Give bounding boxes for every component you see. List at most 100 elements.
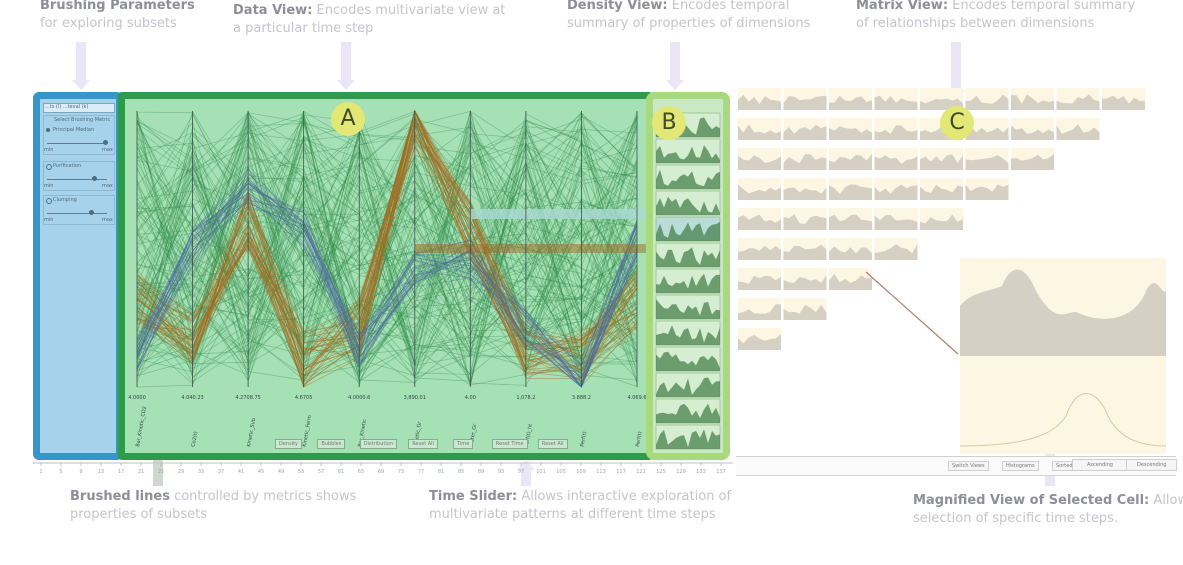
parallel-coordinates-plot[interactable]: 4.0000Bar_Kinetic_CO24.040.23Co2(t)4.270… xyxy=(125,99,646,453)
radio-clumping[interactable] xyxy=(46,198,52,204)
data-view-desc-2: a particular time step xyxy=(233,21,374,36)
data-line xyxy=(136,177,638,371)
brushed-line xyxy=(136,205,638,374)
metric-select[interactable] xyxy=(43,103,115,113)
data-line xyxy=(136,160,638,350)
data-line xyxy=(136,127,638,381)
matrix-cell-fill xyxy=(738,275,781,290)
brushing-arrow xyxy=(76,42,86,80)
density-curve xyxy=(656,429,720,449)
matrix-cell-fill xyxy=(783,304,827,320)
brushed-line xyxy=(136,145,638,383)
matrix-cell-fill xyxy=(874,244,918,260)
data-line xyxy=(136,200,638,373)
data-line xyxy=(136,113,638,383)
data-line xyxy=(136,133,638,371)
matrix-cell-fill xyxy=(783,244,827,260)
time-slider-title: Time Slider: xyxy=(429,489,518,504)
matrix-cell-fill xyxy=(1056,94,1100,110)
slider-tick-label: 45 xyxy=(258,469,264,475)
brushed-line xyxy=(136,188,638,379)
slider-tick-label: 81 xyxy=(438,469,444,475)
density-view-panel xyxy=(646,92,730,460)
matrix-cell-fill xyxy=(965,155,1009,170)
switch-views-button[interactable]: Switch Views xyxy=(948,461,989,471)
brushing-parameters-note: Brushing Parameters for exploring subset… xyxy=(40,0,195,33)
matrix-cell-fill xyxy=(829,214,872,230)
density-curve xyxy=(656,169,720,189)
data-line xyxy=(136,198,638,377)
axis-name: Kinetic_Sub xyxy=(246,418,257,448)
brushed-line xyxy=(136,109,638,363)
brushing-parameters-desc: for exploring subsets xyxy=(40,16,177,31)
purification-slider-track[interactable] xyxy=(47,179,107,180)
data-line xyxy=(136,161,638,377)
density-curve xyxy=(656,403,720,423)
data-line xyxy=(136,112,638,306)
brushed-line xyxy=(136,200,638,388)
data-view-button[interactable]: Reset Time xyxy=(491,439,528,449)
histograms-button[interactable]: Histograms xyxy=(1002,461,1039,471)
purification-box xyxy=(43,161,115,191)
principal-label: Principal Median xyxy=(53,127,95,133)
data-line xyxy=(136,152,638,371)
data-view-button[interactable]: Bubbles xyxy=(317,439,346,449)
data-line xyxy=(136,168,638,370)
principal-slider-thumb[interactable] xyxy=(103,140,108,145)
axis-name: Perf(t)_ht xyxy=(524,423,534,447)
slider-tick-label: 109 xyxy=(576,469,586,475)
data-line xyxy=(136,162,638,360)
data-line xyxy=(136,120,638,386)
slider-tick-label: 21 xyxy=(138,469,144,475)
matrix-grid[interactable] xyxy=(736,86,1166,456)
data-view-button[interactable]: Time xyxy=(453,439,474,449)
density-curve xyxy=(656,351,720,371)
matrix-cell-fill xyxy=(874,125,918,140)
data-line xyxy=(136,116,638,384)
matrix-cell-fill xyxy=(783,95,827,110)
slider-tick-label: 97 xyxy=(518,469,524,475)
brushed-line xyxy=(136,199,638,379)
data-line xyxy=(136,179,638,372)
density-curve xyxy=(656,221,720,241)
data-line xyxy=(136,151,638,336)
density-plots[interactable] xyxy=(653,99,723,453)
data-view-button[interactable]: Distribution xyxy=(359,439,397,449)
data-line xyxy=(136,206,638,377)
ascending-button[interactable]: Ascending xyxy=(1072,459,1128,471)
matrix-cell-fill xyxy=(874,214,918,230)
data-line xyxy=(136,116,638,347)
slider-tick-label: 41 xyxy=(238,469,244,475)
clumping-slider-thumb[interactable] xyxy=(89,210,94,215)
density-curve xyxy=(656,196,720,215)
axis-value: 3.888.2 xyxy=(572,395,591,401)
principal-slider-track[interactable] xyxy=(47,143,107,144)
clumping-slider-track[interactable] xyxy=(47,213,107,214)
descending-button[interactable]: Descending xyxy=(1126,459,1178,471)
brushing-parameters-title: Brushing Parameters xyxy=(40,0,195,13)
radio-purification[interactable] xyxy=(46,164,52,170)
magnified-view-title: Magnified View of Selected Cell: xyxy=(913,493,1150,508)
brushed-line xyxy=(136,109,638,374)
data-line xyxy=(136,131,638,387)
data-view-button[interactable]: Reset All xyxy=(537,439,568,449)
data-line xyxy=(136,129,638,383)
axis-name: Perf(t) xyxy=(635,431,644,447)
brushing-panel: ...ts (l) ...teval (k) Select Brushing M… xyxy=(33,92,123,460)
data-line xyxy=(136,110,638,367)
data-line xyxy=(136,134,638,387)
axis-name: Water_Gr xyxy=(468,423,478,448)
radio-principal[interactable] xyxy=(46,128,50,132)
brushed-line xyxy=(136,119,638,354)
density-view-note: Density View: Encodes temporal summary o… xyxy=(567,0,810,33)
view-a-badge: A xyxy=(331,102,365,136)
data-line xyxy=(136,165,638,386)
data-view-button[interactable]: Density xyxy=(275,439,303,449)
data-view-button[interactable]: Reset All xyxy=(408,439,438,449)
magnified-curve xyxy=(960,269,1166,356)
data-line xyxy=(136,165,638,382)
brushed-line xyxy=(136,183,638,388)
matrix-cell-fill xyxy=(783,124,827,140)
purification-slider-thumb[interactable] xyxy=(92,176,97,181)
